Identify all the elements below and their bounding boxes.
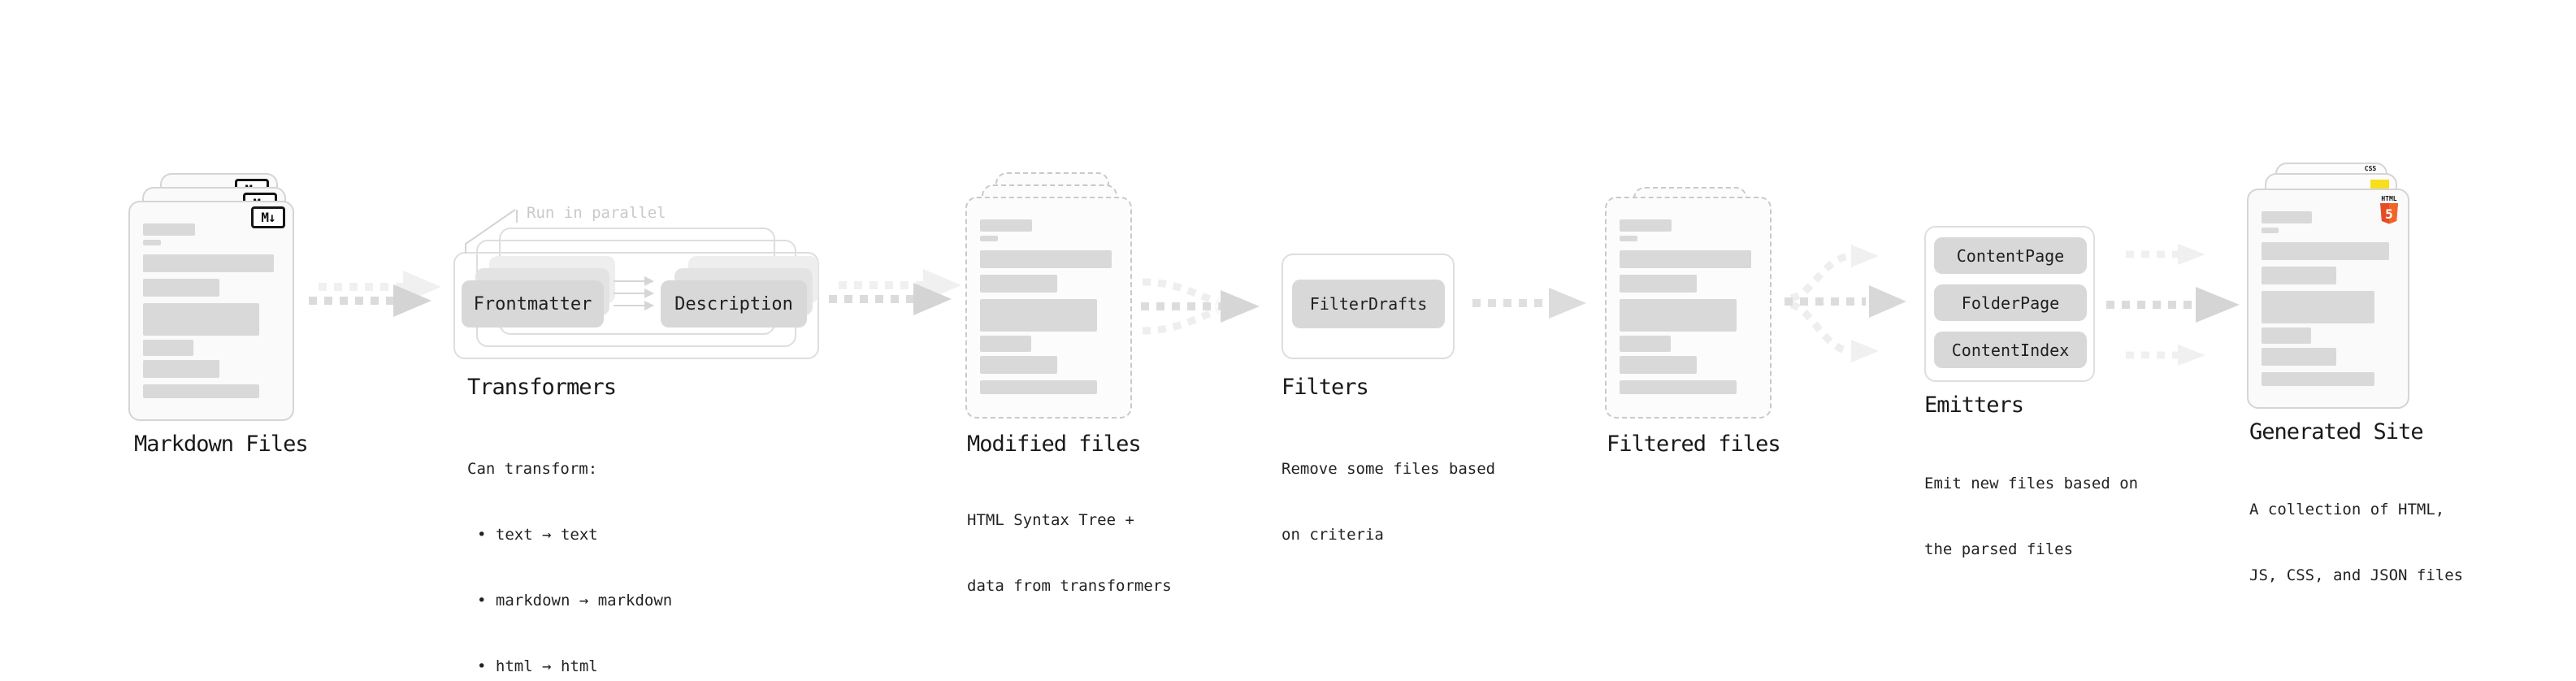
stage-title-filtered-files: Filtered files [1607, 432, 1781, 457]
document-placeholder-lines [1620, 219, 1757, 394]
svg-text:5: 5 [2385, 206, 2393, 222]
emitter-box-contentpage: ContentPage [1934, 237, 2087, 274]
markdown-icon: M↓ [251, 206, 285, 228]
filters-desc-line: on criteria [1281, 526, 1384, 544]
emitters-desc-line: the parsed files [1924, 540, 2074, 558]
document-placeholder-lines [143, 223, 280, 398]
stage-title-markdown-files: Markdown Files [134, 432, 309, 457]
parallel-arrow-icon [614, 301, 654, 310]
modified-file-card-front [965, 197, 1132, 419]
emitters-description: Emit new files based on the parsed files [1924, 429, 2138, 605]
triple-arrow-icon [2106, 244, 2240, 366]
generated-desc-line: JS, CSS, and JSON files [2249, 566, 2464, 584]
emitter-box-contentindex: ContentIndex [1934, 332, 2087, 368]
transformer-container-front [453, 252, 819, 359]
stage-title-emitters: Emitters [1924, 393, 2024, 418]
stage-title-generated-site: Generated Site [2249, 419, 2424, 445]
modified-files-description: HTML Syntax Tree + data from transformer… [967, 466, 1172, 641]
transformers-desc-line: Can transform: [467, 460, 598, 478]
transformers-bullet: • html → html [477, 657, 598, 675]
transformers-description: Can transform: • text → text • markdown … [467, 414, 672, 681]
transformer-box-description: Description [661, 280, 807, 327]
generated-desc-line: A collection of HTML, [2249, 501, 2445, 518]
parallel-arrow-icon [614, 288, 654, 298]
emitter-box-folderpage: FolderPage [1934, 284, 2087, 321]
filters-desc-line: Remove some files based [1281, 460, 1496, 478]
generated-site-description: A collection of HTML, JS, CSS, and JSON … [2249, 455, 2463, 631]
html5-icon: HTML 5 [2380, 195, 2398, 224]
stage-title-modified-files: Modified files [967, 432, 1142, 457]
note-callout-line [465, 209, 518, 254]
filtered-file-card-front [1605, 197, 1772, 419]
flow-arrow-icon [1472, 288, 1586, 319]
transformers-bullet: • text → text [477, 526, 598, 544]
document-placeholder-lines [2262, 211, 2395, 386]
transformer-box-frontmatter: Frontmatter [462, 280, 604, 327]
svg-text:HTML: HTML [2381, 195, 2396, 202]
markdown-file-card-front: M↓ [128, 201, 294, 421]
diverge-arrow-icon [1785, 245, 1906, 362]
parallel-arrow-icon [614, 276, 654, 286]
run-in-parallel-note: Run in parallel [527, 204, 666, 222]
stage-title-transformers: Transformers [467, 375, 617, 400]
converge-arrow-icon [1141, 278, 1260, 335]
stage-title-filters: Filters [1281, 375, 1369, 400]
modified-desc-line: data from transformers [967, 577, 1172, 595]
filters-description: Remove some files based on criteria [1281, 414, 1495, 590]
generated-html-file-card: HTML 5 [2247, 189, 2409, 409]
filter-box-filterdrafts: FilterDrafts [1292, 280, 1445, 328]
flow-arrow-icon [309, 271, 441, 317]
flow-arrow-icon [829, 269, 961, 315]
transformers-bullet: • markdown → markdown [477, 592, 673, 609]
javascript-icon [2370, 180, 2389, 190]
document-placeholder-lines [980, 219, 1117, 394]
emitters-desc-line: Emit new files based on [1924, 475, 2139, 492]
modified-desc-line: HTML Syntax Tree + [967, 511, 1134, 529]
